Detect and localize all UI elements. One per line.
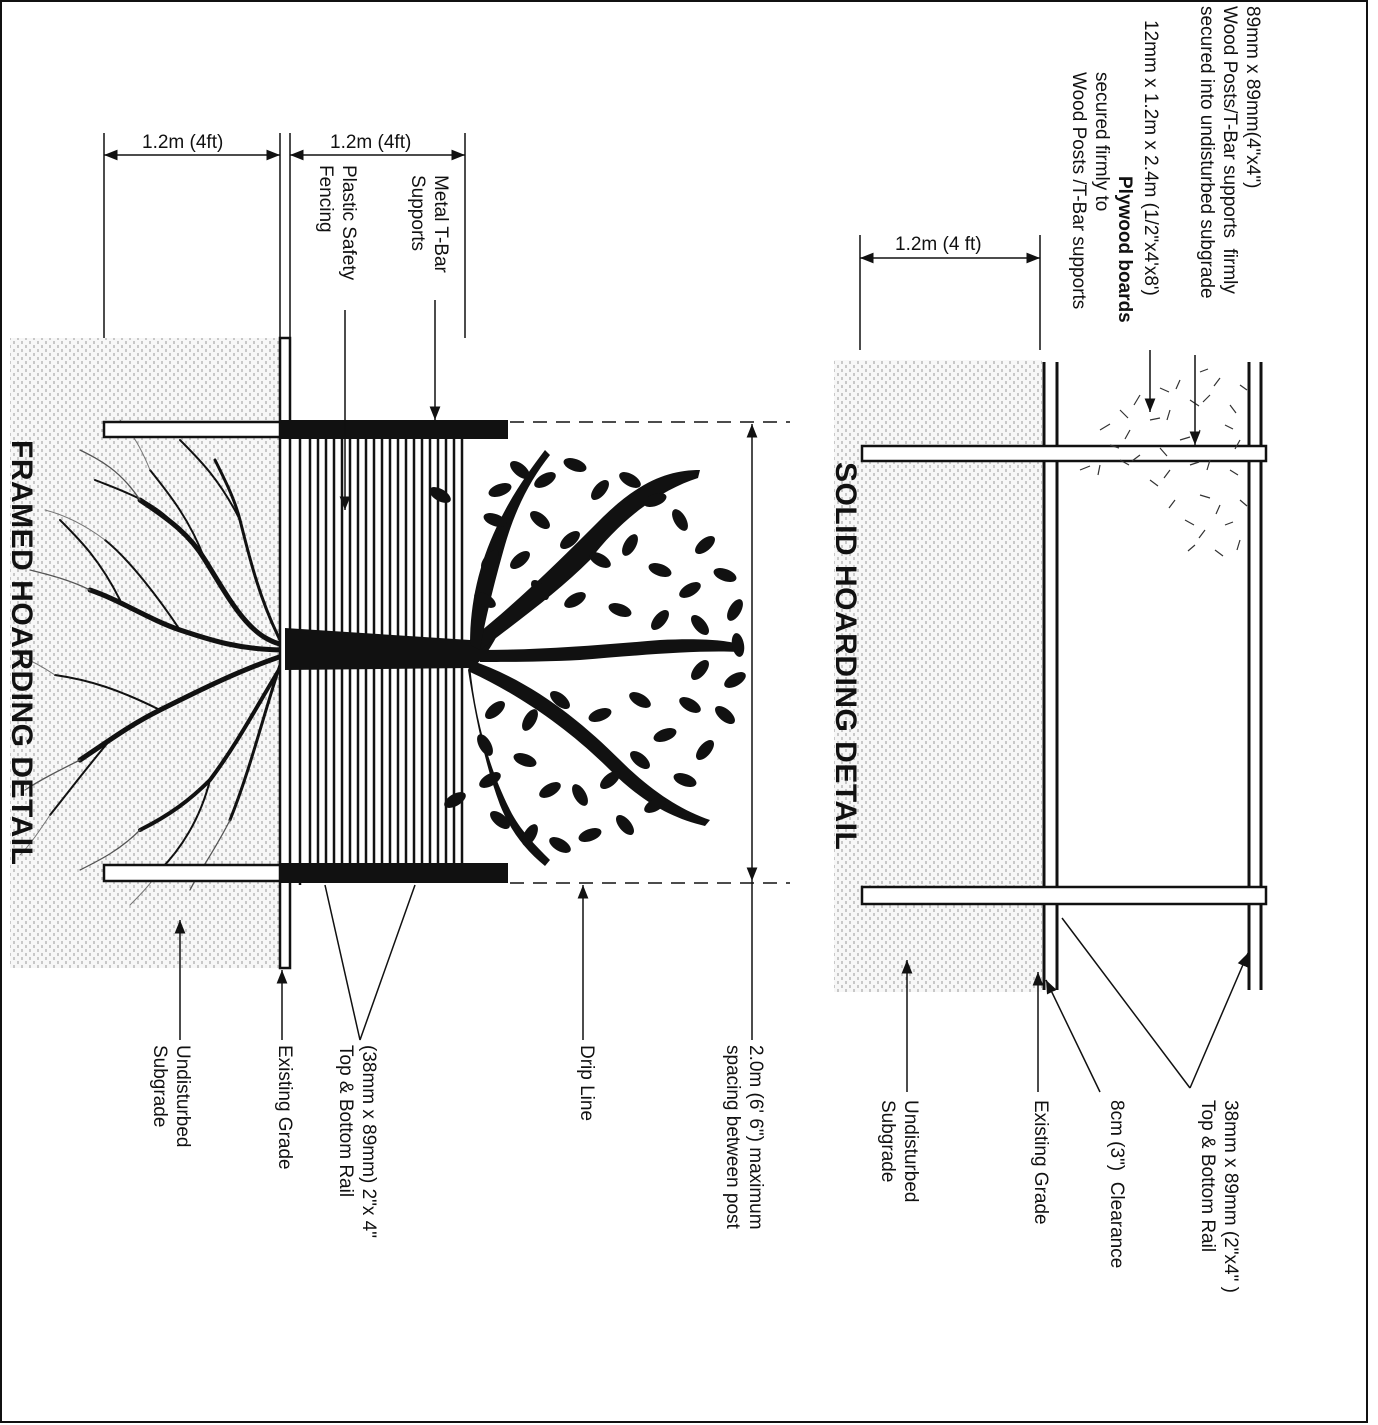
framed-title: FRAMED HOARDING DETAIL <box>5 440 38 866</box>
solid-rail-label: 38mm x 89mm (2"x4" ) Top & Bottom Rail <box>1197 1100 1241 1293</box>
solid-dim-label: 1.2m (4 ft) <box>895 234 982 255</box>
framed-rail-label: (38mm x 89mm) 2"x 4" Top & Bottom Rail <box>335 1045 379 1238</box>
solid-post-top <box>860 444 1268 463</box>
framed-subgrade-hatch <box>10 338 280 968</box>
framed-spacing-label: 2.0m (6' 6") maximum spacing between pos… <box>722 1045 766 1230</box>
framed-subgrade-label: Undisturbed Subgrade <box>149 1045 193 1148</box>
framed-tbar-top <box>280 420 508 439</box>
framed-fencing-label: Plastic Safety Fencing <box>315 165 359 281</box>
framed-dripline-label: Drip Line <box>576 1045 597 1122</box>
solid-rail-leader <box>1061 917 1248 1089</box>
framed-hoarding-section <box>10 133 790 1041</box>
solid-plywood-label-1: 12mm x 1.2m x 2.4m (1/2"x4'x8') <box>1140 20 1161 296</box>
solid-title: SOLID HOARDING DETAIL <box>829 462 862 851</box>
solid-hoarding-section <box>834 235 1268 1093</box>
framed-post-top <box>102 420 282 439</box>
framed-canopy <box>429 450 746 866</box>
framed-tbar-bottom <box>280 863 508 883</box>
canopy-leaves <box>429 458 746 853</box>
framed-post-bottom <box>102 863 282 883</box>
solid-clearance-leader <box>1045 979 1101 1093</box>
framed-rail-leader <box>324 884 416 1041</box>
framed-dim-label-1: 1.2m (4ft) <box>142 132 224 153</box>
framed-grade-label: Existing Grade <box>274 1045 295 1170</box>
solid-posts-label: 89mm x 89mm(4"x4") Wood Posts/T-Bar supp… <box>1196 6 1263 299</box>
solid-plywood-label-2: Plywood boards <box>1114 176 1135 323</box>
solid-subgrade-label: Undisturbed Subgrade <box>877 1100 921 1203</box>
solid-plywood-label-3: secured firmly to Wood Posts /T-Bar supp… <box>1068 72 1112 310</box>
solid-clearance-label: 8cm (3") Clearance <box>1106 1100 1127 1269</box>
framed-dim-label-2: 1.2m (4ft) <box>330 132 412 153</box>
framed-trunk <box>285 628 500 670</box>
solid-grade-label: Existing Grade <box>1030 1100 1051 1225</box>
framed-tbar-label: Metal T-Bar Supports <box>407 175 451 273</box>
framed-roots <box>17 419 288 906</box>
solid-post-bottom <box>860 885 1268 906</box>
solid-soil-mound <box>1079 368 1248 557</box>
